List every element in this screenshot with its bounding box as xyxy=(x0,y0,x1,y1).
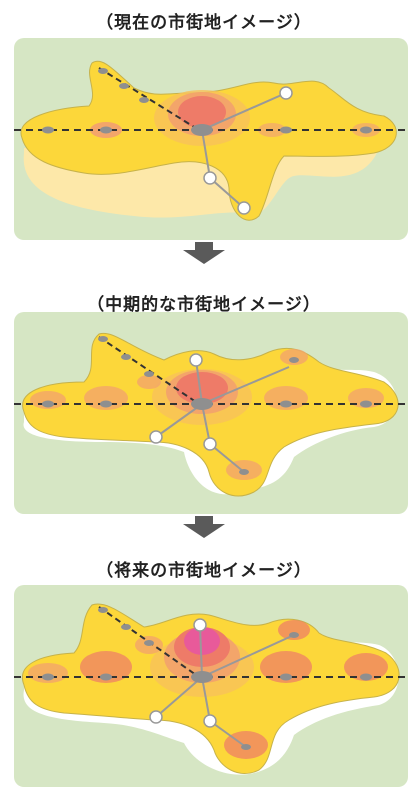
stage-2-diagram xyxy=(14,312,408,514)
stage-3-title: （将来の市街地イメージ） xyxy=(96,561,312,581)
stage-3-diagram xyxy=(14,585,408,787)
down-arrow-icon xyxy=(183,242,225,264)
down-arrow-icon xyxy=(183,516,225,538)
stage-2-title: （中期的な市街地イメージ） xyxy=(87,295,321,315)
stage-1-diagram xyxy=(14,38,408,240)
stage-1-title: （現在の市街地イメージ） xyxy=(96,13,312,33)
